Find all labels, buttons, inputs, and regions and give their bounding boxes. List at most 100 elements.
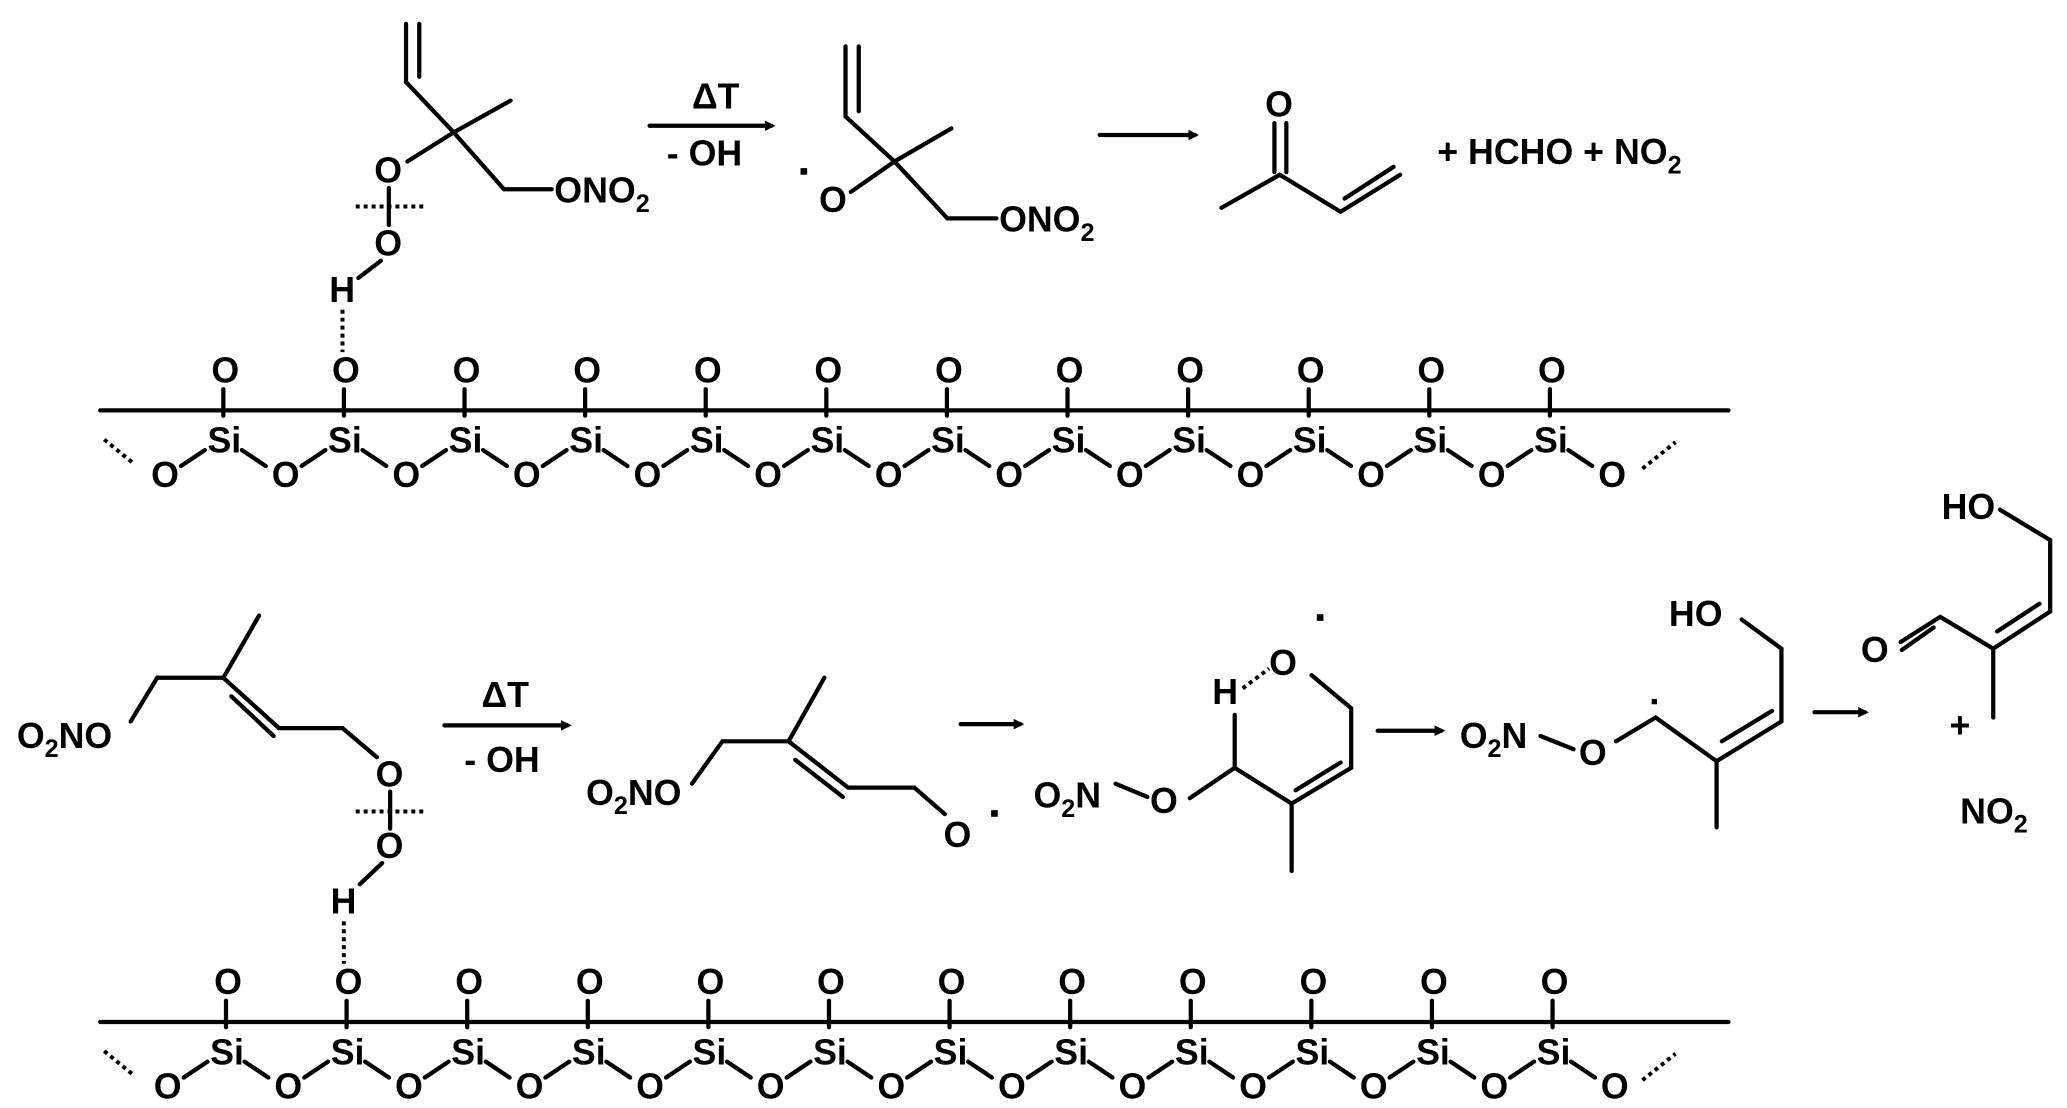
- silicon-atom: Si: [328, 421, 362, 461]
- silicon-atom: Si: [569, 421, 603, 461]
- bridging-o-atom: O: [516, 1067, 544, 1107]
- arrow-3-condition-loss: - OH: [464, 740, 539, 780]
- silicon-atom: Si: [813, 1032, 847, 1072]
- silicon-atom: Si: [1052, 421, 1086, 461]
- si-o-bond: [1146, 1059, 1175, 1080]
- peroxide-o-atom: O: [374, 151, 402, 191]
- surface-o-atom: O: [453, 351, 481, 391]
- bridging-o-atom: O: [636, 1067, 664, 1107]
- surface-o-atom: O: [1058, 962, 1086, 1002]
- bridging-o-atom: O: [875, 455, 903, 495]
- silicon-atom: Si: [810, 421, 844, 461]
- radical-dot: [1651, 698, 1657, 705]
- si-o-bond: [781, 447, 810, 469]
- surface-o-atom: O: [1417, 351, 1445, 391]
- silicon-atom: Si: [1295, 1032, 1329, 1072]
- chain-continuation: [102, 437, 135, 465]
- si-o-bond: [1448, 1059, 1477, 1080]
- surface-o-atom: O: [935, 351, 963, 391]
- nitrate-group: O2NO: [586, 773, 681, 820]
- si-o-bond: [905, 1059, 934, 1080]
- surface-o-atom: O: [694, 351, 722, 391]
- si-o-bond: [1445, 447, 1474, 469]
- bridging-o-atom: O: [998, 1067, 1026, 1107]
- silicon-atom: Si: [692, 1032, 726, 1072]
- peroxide-o-atom: O: [376, 754, 404, 794]
- bridging-o-atom: O: [274, 1067, 302, 1107]
- surface-o-atom: O: [938, 962, 966, 1002]
- bridging-o-atom: O: [1598, 455, 1626, 495]
- product-hydroxy-aldehyde: HO O + NO2: [1861, 487, 2053, 839]
- hydrogen-atom: H: [331, 881, 357, 921]
- surface-o-atom: O: [1176, 351, 1204, 391]
- nitrate-group: O2N: [1034, 776, 1102, 823]
- surface-o-atom: O: [455, 962, 483, 1002]
- bridging-o-atom: O: [513, 455, 541, 495]
- product-methyl-vinyl-ketone: O: [1219, 84, 1403, 215]
- silicon-atom: Si: [1293, 421, 1327, 461]
- hydrogen-atom: H: [329, 270, 355, 310]
- silicon-atom: Si: [451, 1032, 485, 1072]
- arrow-3-condition-heat: ΔT: [481, 675, 529, 715]
- bridging-o-atom: O: [754, 455, 782, 495]
- bridging-o-atom: O: [634, 455, 662, 495]
- si-o-bond: [1204, 447, 1233, 469]
- bridging-o-atom: O: [1601, 1067, 1629, 1107]
- silicon-atom: Si: [1172, 421, 1206, 461]
- surface-o-atom: O: [1056, 351, 1084, 391]
- bridging-o-atom: O: [757, 1067, 785, 1107]
- silicon-atom: Si: [1175, 1032, 1209, 1072]
- si-o-bond: [363, 1059, 392, 1080]
- bridging-o-atom: O: [1237, 455, 1265, 495]
- si-o-bond: [724, 1059, 753, 1080]
- carbonyl-o-atom: O: [1861, 630, 1889, 670]
- si-o-bond: [1568, 1059, 1598, 1080]
- si-o-bond: [1083, 447, 1112, 469]
- bridging-o-atom: O: [1360, 1067, 1388, 1107]
- silicon-atom: Si: [331, 1032, 365, 1072]
- silicon-atom: Si: [207, 421, 241, 461]
- si-o-bond: [181, 1059, 210, 1080]
- silicon-atom: Si: [1534, 421, 1568, 461]
- si-o-bond: [604, 1059, 633, 1080]
- si-o-bond: [540, 447, 569, 469]
- surface-o-atom: O: [214, 962, 242, 1002]
- silicon-atom: Si: [1054, 1032, 1088, 1072]
- radical-o-atom: O: [943, 815, 971, 855]
- si-o-bond: [1566, 447, 1595, 469]
- silicon-atom: Si: [210, 1032, 244, 1072]
- chain-continuation: [102, 1049, 135, 1077]
- surface-o-atom: O: [332, 351, 360, 391]
- si-o-bond: [360, 447, 389, 469]
- si-o-bond: [1143, 447, 1172, 469]
- radical-o-atom: O: [1269, 643, 1297, 683]
- si-o-bond: [661, 447, 690, 469]
- ester-o-atom: O: [1579, 733, 1607, 773]
- surface-o-atom: O: [335, 962, 363, 1002]
- si-o-bond: [178, 447, 207, 469]
- reactant-1-adsorbed-nitrate: O O H ONO2: [329, 21, 650, 353]
- si-o-bond: [601, 447, 630, 469]
- si-o-bond: [1023, 447, 1052, 469]
- silicon-atom: Si: [572, 1032, 606, 1072]
- nitrate-group: O2NO: [17, 716, 112, 763]
- bridging-o-atom: O: [1357, 455, 1385, 495]
- si-o-bond: [543, 1059, 572, 1080]
- surface-o-atom: O: [211, 351, 239, 391]
- surface-o-atom: O: [1420, 962, 1448, 1002]
- si-o-bond: [663, 1059, 692, 1080]
- si-o-bond: [1264, 447, 1293, 469]
- surface-o-atom: O: [696, 962, 724, 1002]
- h-shift-transition-state: H O O2N O: [1034, 614, 1354, 874]
- silicon-atom: Si: [449, 421, 483, 461]
- surface-o-atom: O: [1179, 962, 1207, 1002]
- bridging-o-atom: O: [995, 455, 1023, 495]
- reaction-arrow-3: ΔT - OH: [442, 675, 572, 780]
- si-o-bond: [299, 447, 328, 469]
- si-o-bond: [1025, 1059, 1054, 1080]
- radical-dot: [800, 168, 808, 175]
- nitrate-group: O2N: [1460, 716, 1528, 763]
- si-o-bond: [1207, 1059, 1236, 1080]
